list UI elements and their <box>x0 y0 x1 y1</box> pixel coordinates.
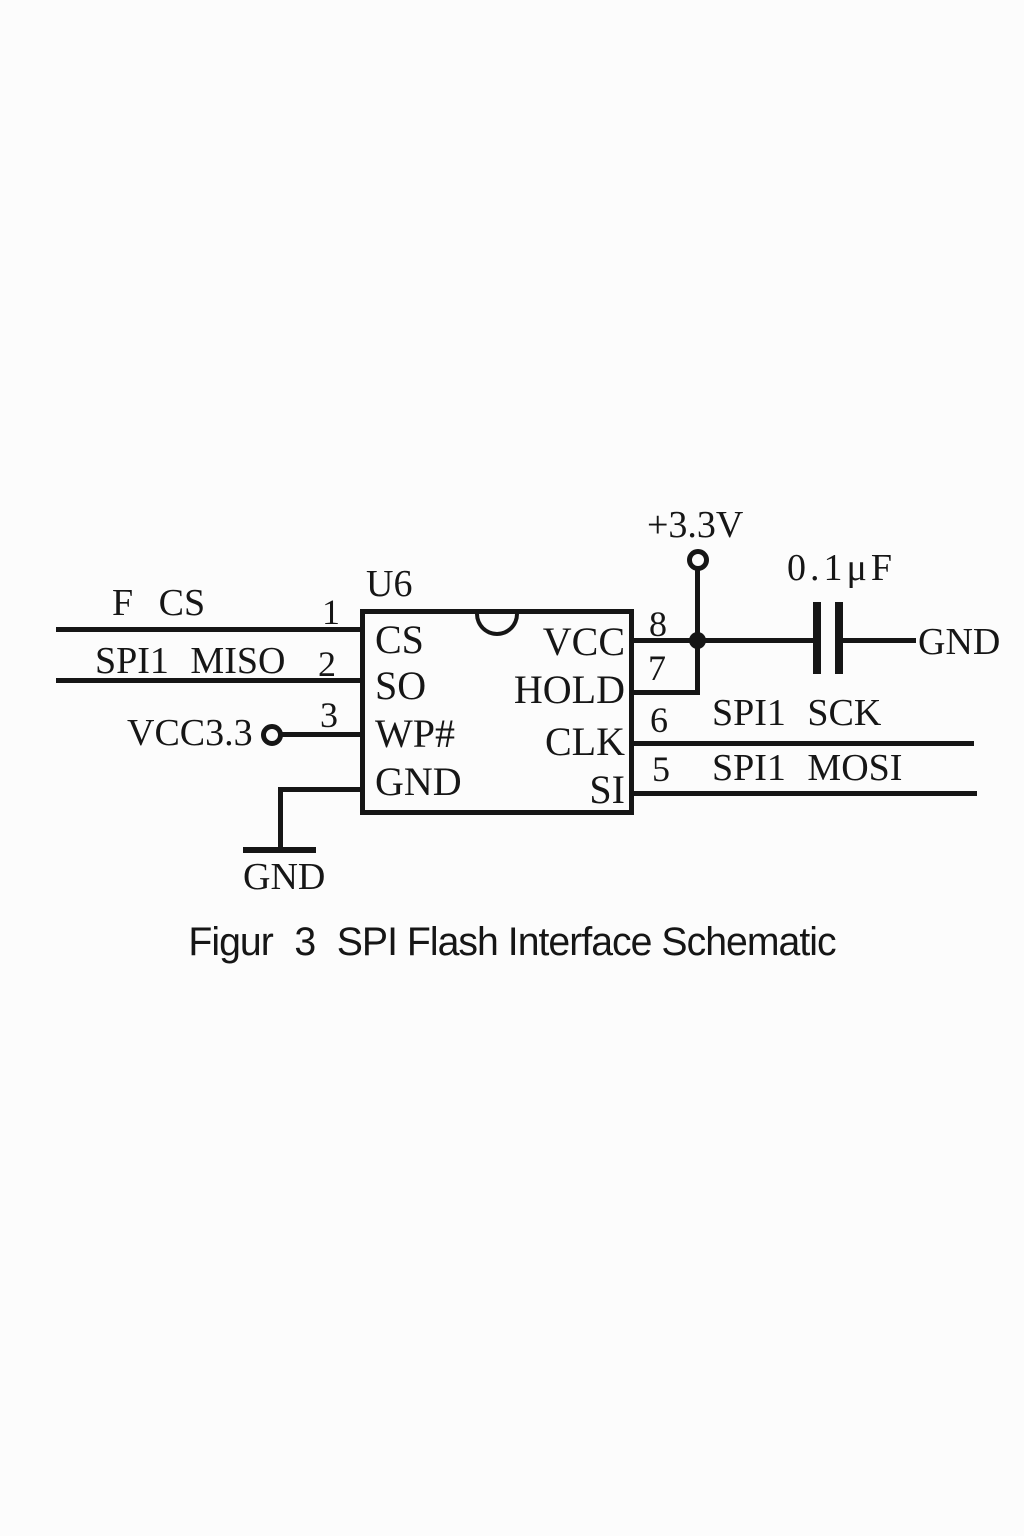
ic-pin-label-clk: CLK <box>545 719 625 764</box>
figure-caption-number: 3 <box>294 920 316 964</box>
ic-pin-label-so: SO <box>375 663 427 708</box>
ic-refdes: U6 <box>366 563 413 605</box>
capacitor-plate-right <box>835 602 843 674</box>
pin-number-6: 6 <box>650 700 668 740</box>
ic-body-u6 <box>360 609 634 815</box>
net-label-spi1-sck: SPI1 SCK <box>712 692 882 734</box>
wire-pin6-sck <box>631 741 974 746</box>
net-label-power-rail: +3.3V <box>647 504 744 546</box>
wire-pin1-fcs <box>56 627 362 632</box>
pin-number-7: 7 <box>648 648 666 688</box>
ic-pin-label-wp: WP# <box>375 711 455 756</box>
net-label-f-cs: F CS <box>112 582 206 624</box>
net-label-gnd-right: GND <box>918 621 1001 663</box>
pin-number-2: 2 <box>318 644 336 684</box>
capacitor-value-label: 0.1μF <box>787 547 897 589</box>
figure-caption-title: SPI Flash Interface Schematic <box>336 920 837 964</box>
power-terminal-circle-icon <box>687 549 709 571</box>
wire-pin5-mosi <box>631 791 977 796</box>
pin-number-5: 5 <box>652 749 670 789</box>
figure-caption: Figur 3 SPI Flash Interface Schematic <box>10 922 1014 962</box>
capacitor-plate-left <box>813 602 821 674</box>
vcc33-terminal-circle-icon <box>261 724 283 746</box>
figure-caption-prefix: Figur <box>188 920 273 964</box>
ic-pin-label-hold: HOLD <box>513 667 625 712</box>
ic-pin-label-gnd: GND <box>375 759 462 804</box>
net-label-spi1-miso: SPI1 MISO <box>95 640 286 682</box>
net-label-gnd-bottom: GND <box>243 856 326 898</box>
wire-pin7-hold <box>631 690 700 695</box>
net-label-vcc33: VCC3.3 <box>127 712 253 754</box>
ic-pin-label-cs: CS <box>375 617 424 662</box>
wire-pin8-vcc <box>631 638 817 643</box>
pin-number-1: 1 <box>322 592 340 632</box>
ic-pin-label-si: SI <box>589 767 625 812</box>
net-label-spi1-mosi: SPI1 MOSI <box>712 747 903 789</box>
pin-number-3: 3 <box>320 695 338 735</box>
wire-pin4-gnd-vertical <box>278 787 283 849</box>
wire-pin4-gnd-horizontal <box>278 787 362 792</box>
ground-symbol-bar <box>243 847 316 853</box>
ic-pin-label-vcc: VCC <box>542 619 625 664</box>
wire-cap-to-gnd <box>843 638 916 643</box>
junction-dot-icon <box>689 632 706 649</box>
wire-pin2-miso <box>56 678 362 683</box>
pin-number-8: 8 <box>649 604 667 644</box>
wire-pin3-vcc33 <box>281 732 362 737</box>
